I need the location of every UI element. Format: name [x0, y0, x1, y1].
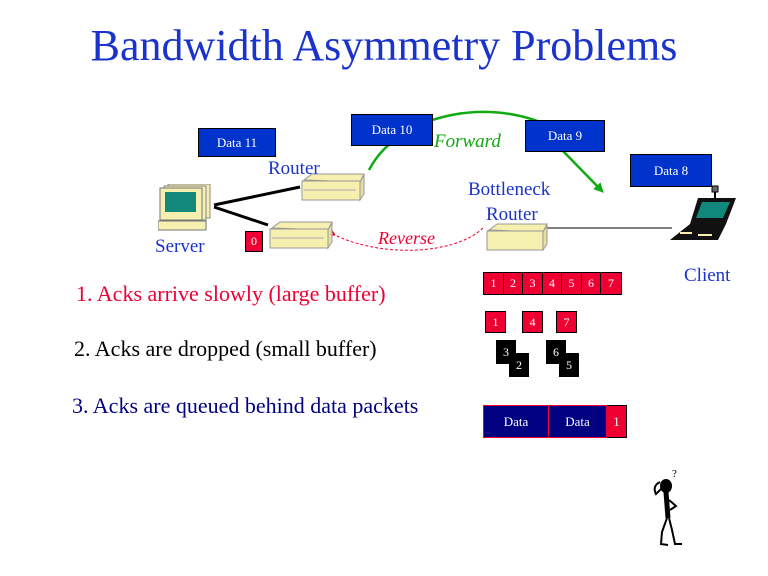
server-router-link: [213, 185, 301, 207]
ack-packet-0: 0: [245, 231, 263, 252]
ack-4: 4: [543, 273, 562, 294]
ack-queue-large-buffer: 1 2 3 4 5 6 7: [483, 272, 622, 295]
kept-ack-7: 7: [556, 311, 577, 333]
kept-ack-1: 1: [485, 311, 506, 333]
ack-6: 6: [582, 273, 601, 294]
dropped-ack-3: 3: [496, 340, 516, 364]
kept-ack-4: 4: [522, 311, 543, 333]
problem-2: 2. Acks are dropped (small buffer): [74, 336, 377, 361]
svg-text:?: ?: [672, 468, 677, 480]
reverse-router-icon: [269, 221, 333, 250]
confused-person-icon: ?: [653, 468, 682, 546]
ack-2: 2: [504, 273, 523, 294]
queued-ack-1: 1: [607, 405, 627, 438]
client-label: Client: [684, 265, 731, 286]
dropped-ack-6: 6: [546, 340, 566, 364]
data-packet-9: Data 9: [525, 120, 605, 152]
router-label: Router: [268, 158, 320, 179]
router-icon: [301, 173, 365, 202]
problem-3: 3. Acks are queued behind data packets: [72, 393, 419, 418]
problem-1: 1. Acks arrive slowly (large buffer): [76, 281, 386, 306]
data-ack-queue: Data Data 1: [483, 405, 627, 438]
forward-arrow-head-segment: [561, 149, 604, 193]
ack-5: 5: [562, 273, 582, 294]
data-packet-11: Data 11: [198, 128, 276, 157]
forward-label: Forward: [434, 131, 501, 152]
server-reverse-router-link: [213, 205, 269, 227]
reverse-arrow: [333, 228, 484, 251]
server-label: Server: [155, 236, 205, 257]
queued-data-packet-2: Data: [548, 405, 607, 438]
data-packet-8: Data 8: [630, 154, 712, 187]
queued-data-packet-1: Data: [483, 405, 548, 438]
data-packet-10: Data 10: [351, 114, 433, 146]
ack-3: 3: [523, 273, 543, 294]
server-computer-icon: [158, 184, 211, 231]
bottleneck-label-line1: Bottleneck: [468, 179, 551, 200]
slide-title: Bandwidth Asymmetry Problems: [90, 21, 678, 70]
bottleneck-router-icon: [486, 223, 548, 252]
ack-1: 1: [484, 273, 504, 294]
client-laptop-icon: [670, 185, 736, 240]
bottleneck-label-line2: Router: [486, 204, 538, 225]
ack-7: 7: [601, 273, 621, 294]
reverse-label: Reverse: [378, 228, 435, 248]
